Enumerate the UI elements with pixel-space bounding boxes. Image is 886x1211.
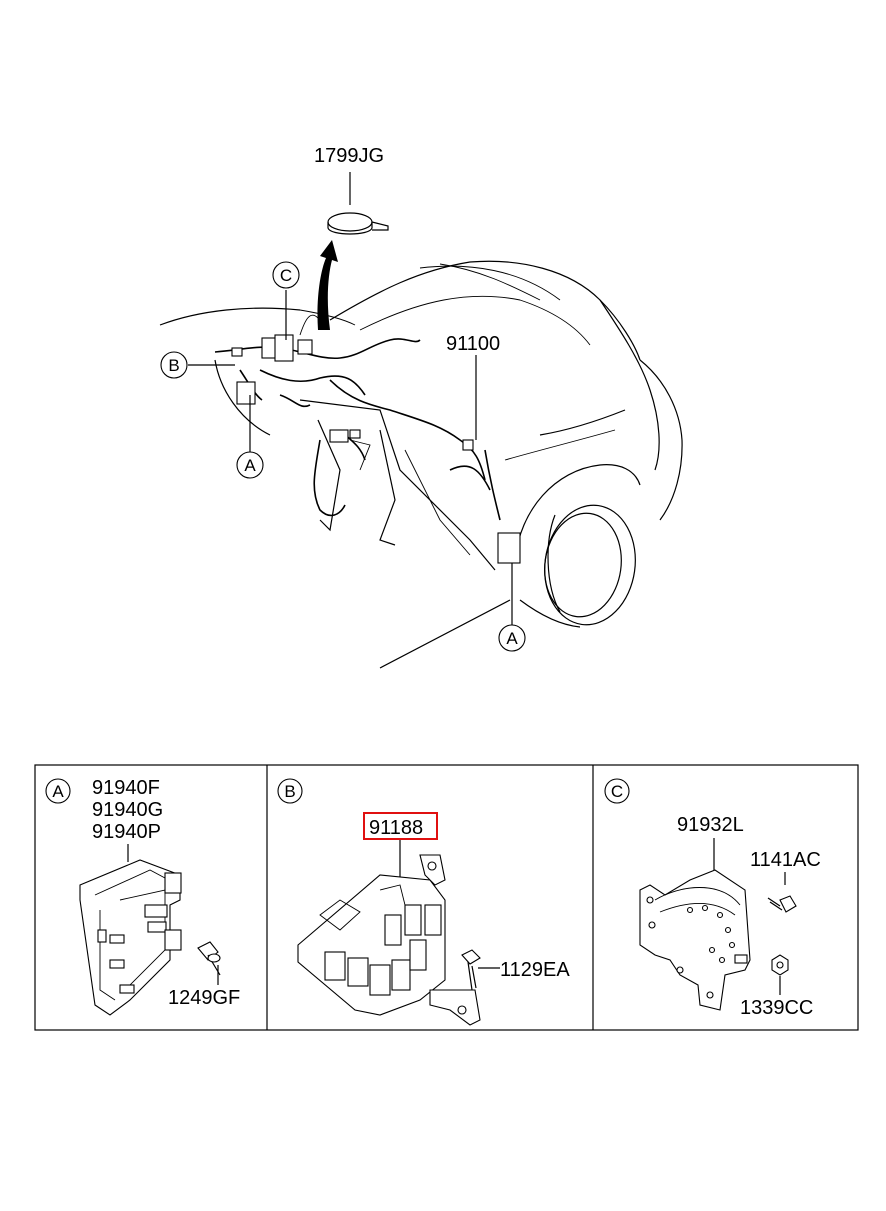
detail-c-part-number: 91932L xyxy=(677,814,744,836)
detail-a-part-1: 91940F xyxy=(92,777,160,799)
detail-c-circle: C xyxy=(604,778,630,804)
bracket-a-illustration xyxy=(79,859,182,1016)
callout-circle-b: B xyxy=(160,351,188,379)
callout-circle-c: C xyxy=(272,261,300,289)
detail-b-part-number[interactable]: 91188 xyxy=(369,817,423,839)
nut-c-illustration xyxy=(771,954,789,976)
bracket-c-illustration xyxy=(639,869,751,1011)
detail-c-panel: C 91932L 1141AC xyxy=(604,778,821,1019)
detail-b-circle: B xyxy=(277,778,303,804)
detail-b-fastener: 1129EA xyxy=(500,959,570,981)
detail-c-fastener-1: 1141AC xyxy=(750,849,821,871)
screw-c-illustration xyxy=(767,895,797,913)
detail-box-frame xyxy=(34,764,859,1031)
svg-text:C: C xyxy=(280,266,292,285)
svg-text:B: B xyxy=(168,356,179,375)
svg-text:C: C xyxy=(611,782,623,801)
bolt-b-illustration xyxy=(461,949,481,991)
detail-b-panel: B 91188 1129EA xyxy=(277,778,570,1026)
callout-circle-a-right: A xyxy=(498,624,526,652)
svg-text:A: A xyxy=(244,456,256,475)
detail-a-part-2: 91940G xyxy=(92,799,163,821)
car-body-illustration xyxy=(159,260,683,669)
direction-arrow xyxy=(317,240,338,330)
detail-c-fastener-2: 1339CC xyxy=(740,997,813,1019)
detail-a-circle: A xyxy=(45,778,71,804)
leader-lines xyxy=(188,290,513,625)
callout-circle-a-left: A xyxy=(236,451,264,479)
detail-a-panel: A 91940F 91940G 91940P 1249GF xyxy=(45,777,240,1016)
screw-a-illustration xyxy=(197,941,221,976)
clamp-part-illustration xyxy=(327,172,389,235)
clamp-part-number: 1799JG xyxy=(314,145,384,167)
svg-text:A: A xyxy=(506,629,518,648)
detail-a-part-3: 91940P xyxy=(92,821,161,843)
svg-text:B: B xyxy=(284,782,295,801)
detail-a-fastener: 1249GF xyxy=(168,987,240,1009)
highlighted-part-box[interactable] xyxy=(363,812,438,840)
wiring-harness-illustration xyxy=(214,314,521,564)
svg-text:A: A xyxy=(52,782,64,801)
harness-part-number: 91100 xyxy=(446,333,500,355)
junction-box-illustration xyxy=(297,854,481,1026)
